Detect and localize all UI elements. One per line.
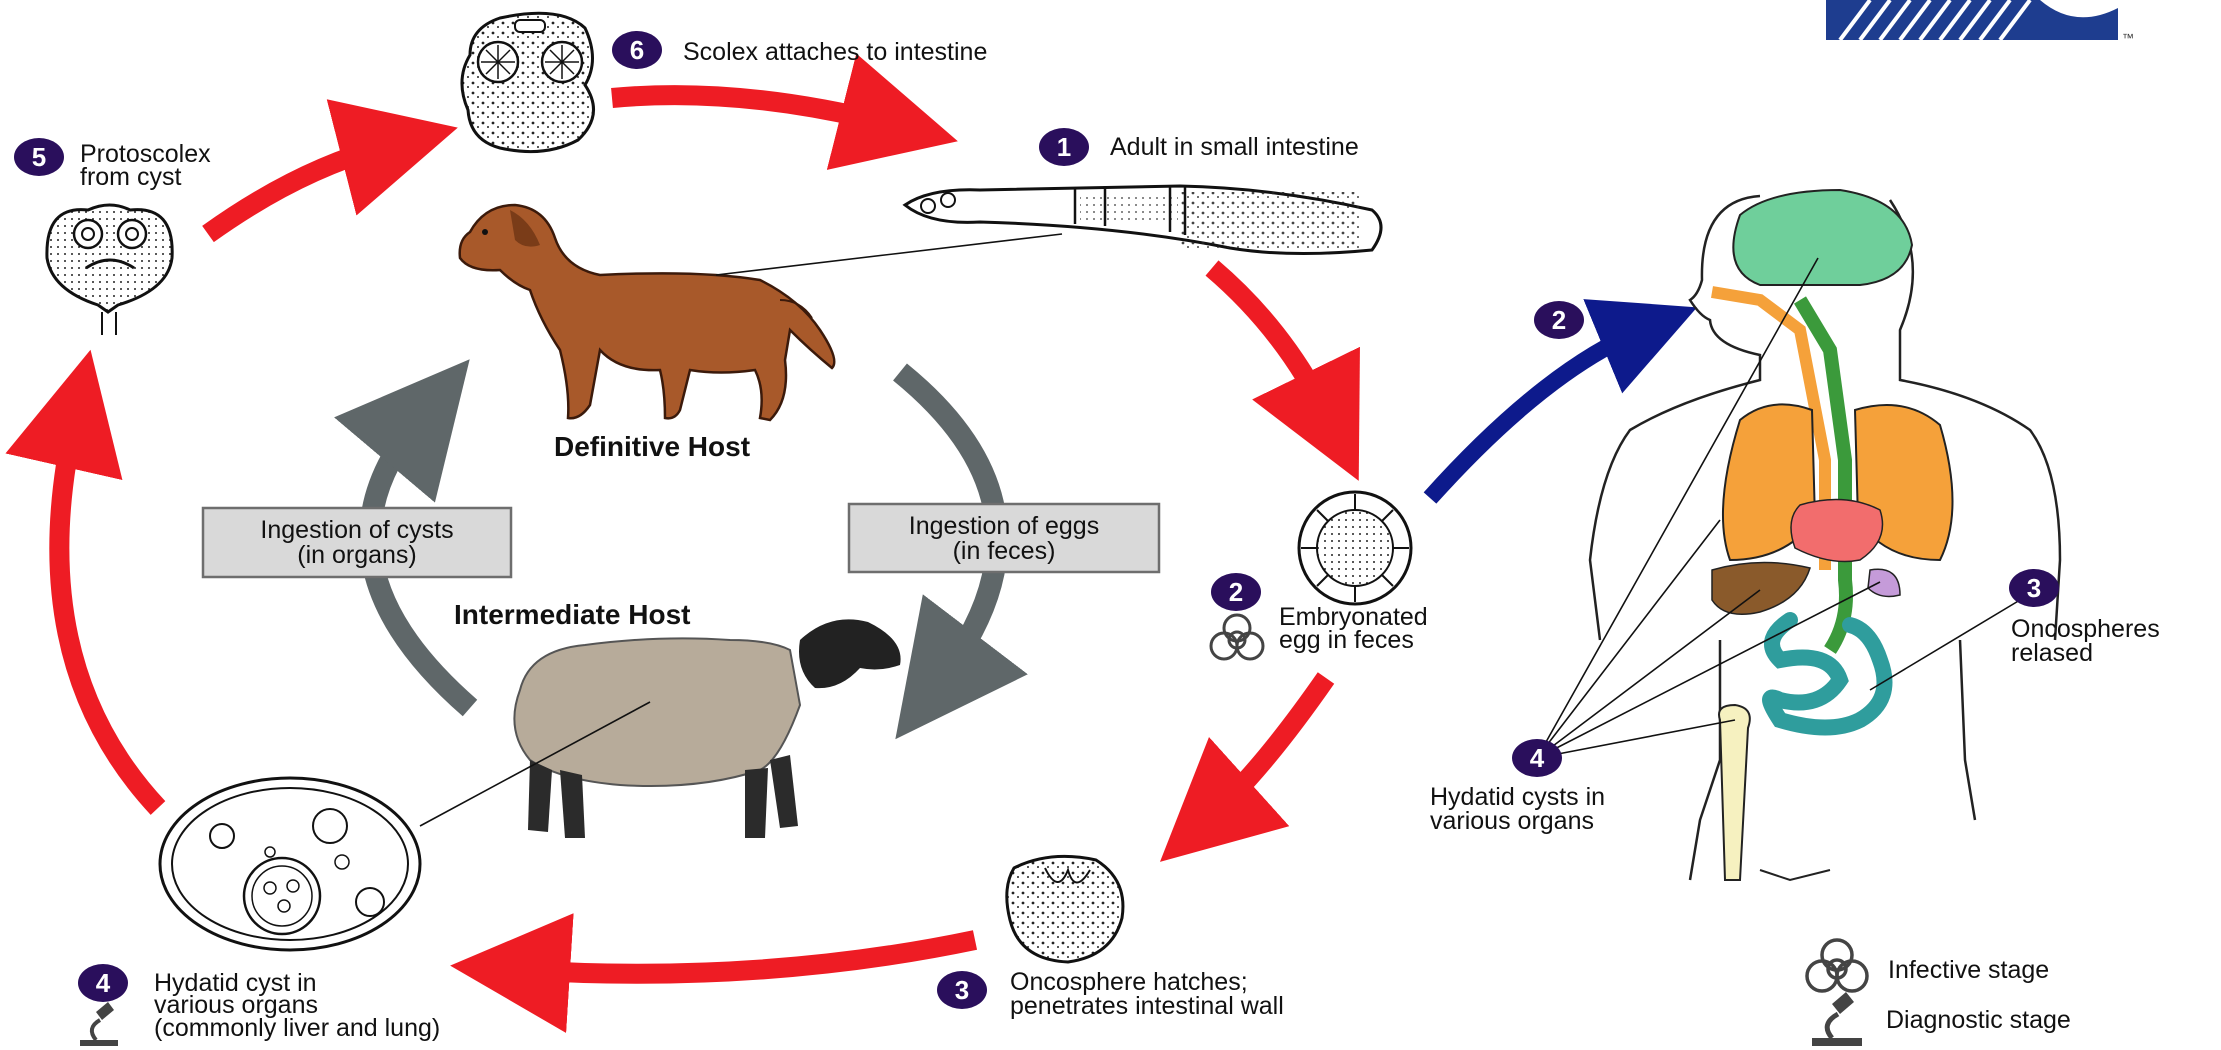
arrow-egg-to-human xyxy=(1430,330,1642,498)
ingestion-of-eggs-box: Ingestion of eggs (in feces) xyxy=(849,504,1159,572)
stage-2-badge: 2 xyxy=(1211,573,1261,611)
svg-text:6: 6 xyxy=(630,35,644,65)
svg-text:3: 3 xyxy=(955,975,969,1005)
stage-1-badge: 1 xyxy=(1039,128,1089,166)
definitive-host-label: Definitive Host xyxy=(554,431,750,462)
svg-text:Ingestion of eggs: Ingestion of eggs xyxy=(909,512,1099,540)
svg-text:4: 4 xyxy=(1530,743,1545,773)
microscope-icon xyxy=(80,1002,118,1046)
oncosphere-illustration xyxy=(1007,856,1123,962)
human-stage-4-badge: 4 xyxy=(1512,739,1562,777)
svg-text:4: 4 xyxy=(96,968,111,998)
hydatid-cyst-illustration xyxy=(160,778,420,950)
arrow-6-to-1 xyxy=(612,95,890,124)
legend: Infective stage Diagnostic stage xyxy=(1807,940,2071,1046)
stage-3-label-line2: penetrates intestinal wall xyxy=(1010,992,1284,1020)
legend-infective-label: Infective stage xyxy=(1888,956,2049,984)
stage-4-label-line3: (commonly liver and lung) xyxy=(154,1014,440,1042)
human-stage-4-label-line2: various organs xyxy=(1430,807,1594,835)
stage-5-label-line2: from cyst xyxy=(80,163,181,191)
arrow-2-to-3 xyxy=(1212,678,1326,815)
stage-3-badge: 3 xyxy=(937,971,987,1009)
stage-6-badge: 6 xyxy=(612,31,662,69)
stage-1-label: Adult in small intestine xyxy=(1110,133,1359,161)
legend-diagnostic-label: Diagnostic stage xyxy=(1886,1006,2071,1034)
stage-6-label: Scolex attaches to intestine xyxy=(683,38,987,66)
svg-text:2: 2 xyxy=(1229,577,1243,607)
human-stage-2-badge: 2 xyxy=(1534,301,1584,339)
svg-text:3: 3 xyxy=(2027,573,2041,603)
human-stage-3-badge: 3 xyxy=(2009,569,2059,607)
legend-microscope-icon xyxy=(1812,992,1862,1046)
cdc-logo: ™ xyxy=(1826,0,2134,45)
arrow-5-to-6 xyxy=(208,145,390,234)
stage-2-label-line2: egg in feces xyxy=(1279,626,1414,654)
stage-5-badge: 5 xyxy=(14,138,64,176)
intermediate-host-label: Intermediate Host xyxy=(454,599,691,630)
svg-text:2: 2 xyxy=(1552,305,1566,335)
egg-illustration xyxy=(1299,492,1411,604)
human-body-illustration xyxy=(1537,190,2060,880)
arrow-4-to-5 xyxy=(59,418,158,808)
stage-4-badge: 4 xyxy=(78,964,128,1002)
svg-text:5: 5 xyxy=(32,142,46,172)
ingestion-of-cysts-box: Ingestion of cysts (in organs) xyxy=(203,508,511,577)
svg-text:(in organs): (in organs) xyxy=(297,541,417,569)
dog-illustration xyxy=(460,205,1062,420)
arrow-3-to-4 xyxy=(520,940,975,974)
biohazard-icon xyxy=(1211,615,1263,659)
svg-text:Ingestion of cysts: Ingestion of cysts xyxy=(260,516,453,544)
svg-text:(in feces): (in feces) xyxy=(953,537,1056,565)
protoscolex-illustration xyxy=(47,205,172,335)
scolex-illustration xyxy=(462,13,594,151)
sheep-illustration xyxy=(420,619,901,838)
legend-biohazard-icon xyxy=(1807,940,1867,991)
human-stage-3-label-line2: relased xyxy=(2011,639,2093,667)
svg-text:1: 1 xyxy=(1057,132,1071,162)
trademark-mark: ™ xyxy=(2122,31,2134,45)
arrow-1-to-2 xyxy=(1212,268,1328,418)
dog-pointer-line xyxy=(716,234,1062,275)
